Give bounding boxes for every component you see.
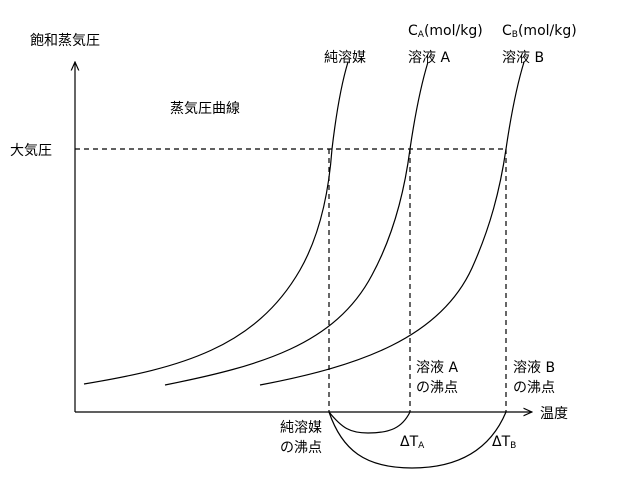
curve-pure-solvent [83, 61, 349, 385]
delta-b-bracket [328, 411, 507, 469]
conc-b-label: CB(mol/kg) [502, 23, 577, 40]
bp-pure-label-line1: 純溶媒 [280, 420, 322, 436]
solution-b-label: 溶液 B [502, 50, 544, 66]
curve-solution-b [259, 61, 525, 386]
x-axis-label: 温度 [540, 406, 568, 422]
delta-b-label: ΔTB [492, 434, 516, 451]
bp-b-label-line1: 溶液 B [513, 360, 555, 376]
conc-a-label: CA(mol/kg) [408, 23, 483, 40]
solution-a-label: 溶液 A [408, 50, 450, 66]
atm-label: 大気圧 [10, 143, 52, 159]
delta-a-label: ΔTA [400, 434, 425, 451]
curve-label: 蒸気圧曲線 [170, 101, 240, 117]
pure-solvent-label: 純溶媒 [324, 50, 366, 66]
bp-pure-label-line2: の沸点 [280, 440, 322, 456]
bp-a-label-line1: 溶液 A [416, 360, 458, 376]
curve-solution-a [164, 61, 429, 386]
bp-a-label-line2: の沸点 [416, 380, 458, 396]
bp-b-label-line2: の沸点 [513, 380, 555, 396]
delta-a-bracket [328, 411, 411, 434]
y-axis-label: 飽和蒸気圧 [30, 32, 100, 49]
